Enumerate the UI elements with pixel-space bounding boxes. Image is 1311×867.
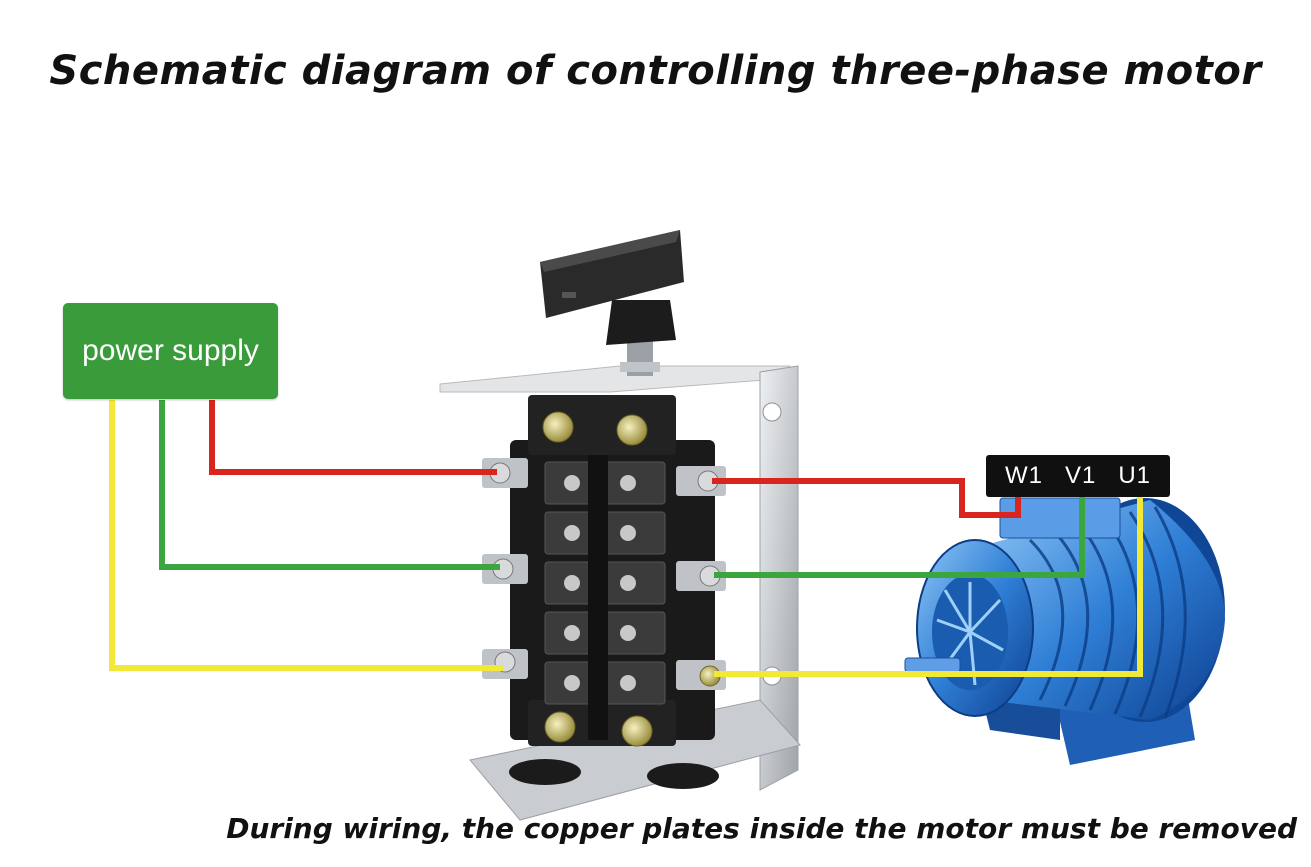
terminal-w1: W1 — [1004, 462, 1043, 489]
motor-terminal-label: W1 V1 U1 — [986, 455, 1170, 497]
green-wire-motor — [714, 492, 1085, 578]
three-phase-motor-icon — [904, 497, 1225, 765]
yellow-wire-supply — [109, 400, 503, 671]
rotary-switch-icon — [439, 230, 801, 821]
screw-terminal-icon — [482, 458, 726, 690]
power-supply-label: power supply — [82, 334, 259, 367]
wiring-note: During wiring, the copper plates inside … — [226, 812, 1297, 845]
yellow-wire-motor — [714, 492, 1143, 677]
terminal-v1: V1 — [1064, 462, 1097, 489]
diagram-title: Schematic diagram of controlling three-p… — [49, 48, 1262, 94]
wires — [109, 400, 1143, 677]
red-wire-supply — [209, 400, 497, 475]
power-supply-box: power supply — [63, 303, 278, 399]
red-wire-motor — [712, 478, 1021, 518]
green-wire-supply — [159, 400, 500, 570]
terminal-u1: U1 — [1118, 462, 1151, 489]
